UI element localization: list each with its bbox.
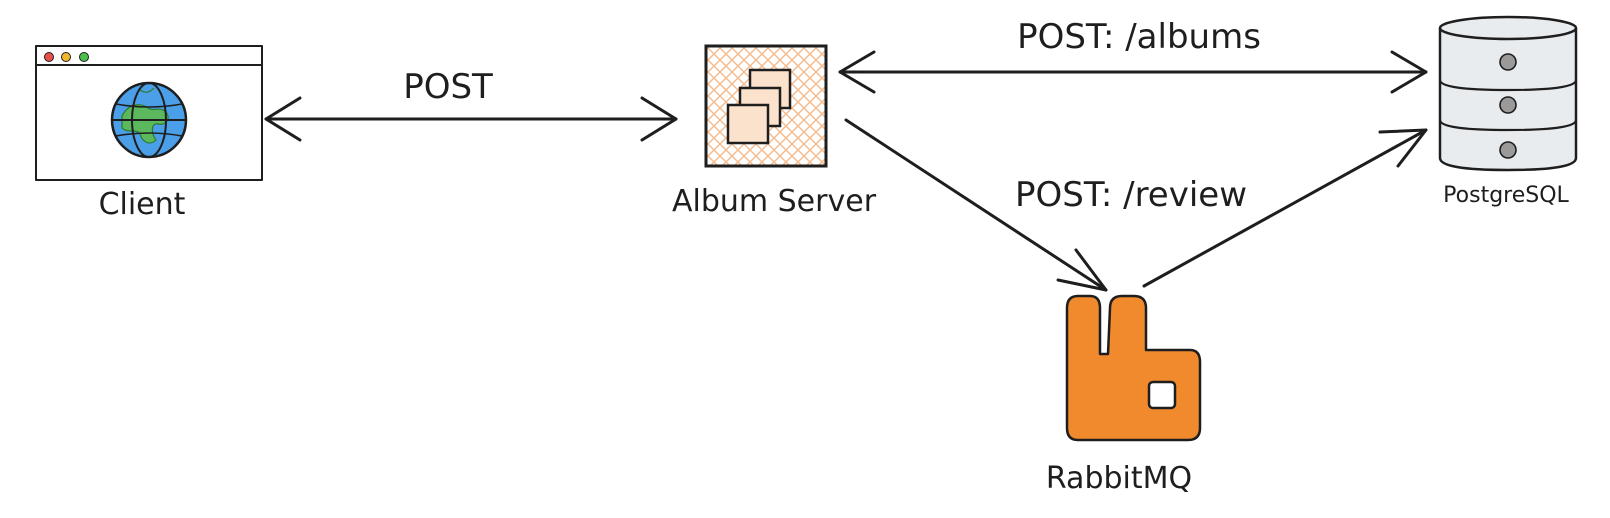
- edge-server-postgres-label: POST: /albums: [1017, 17, 1261, 57]
- server-stack-icon: [704, 44, 828, 168]
- edge-server-rabbitmq: POST: /review: [844, 118, 1247, 292]
- database-cylinder-icon: [1438, 15, 1578, 172]
- window-dot-yellow: [61, 52, 71, 62]
- edge-rabbitmq-postgres: [1142, 128, 1428, 288]
- client-node: Client: [35, 45, 263, 222]
- rabbitmq-node: RabbitMQ: [1046, 294, 1202, 496]
- postgresql-label: PostgreSQL: [1443, 183, 1569, 208]
- client-label: Client: [99, 187, 186, 222]
- window-dot-red: [44, 52, 54, 62]
- rabbitmq-label: RabbitMQ: [1046, 461, 1192, 496]
- album-server-label: Album Server: [672, 184, 877, 219]
- rabbitmq-logo-icon: [1065, 294, 1202, 442]
- browser-window-globe-icon: [35, 45, 263, 181]
- edge-server-rabbitmq-label: POST: /review: [1015, 175, 1247, 215]
- album-server-node: Album Server: [672, 44, 877, 219]
- edge-client-server-label: POST: [403, 67, 493, 107]
- edge-client-server: POST: [264, 67, 678, 142]
- postgresql-node: PostgreSQL: [1438, 15, 1578, 208]
- edge-server-postgres: POST: /albums: [838, 17, 1428, 94]
- window-dot-green: [79, 52, 89, 62]
